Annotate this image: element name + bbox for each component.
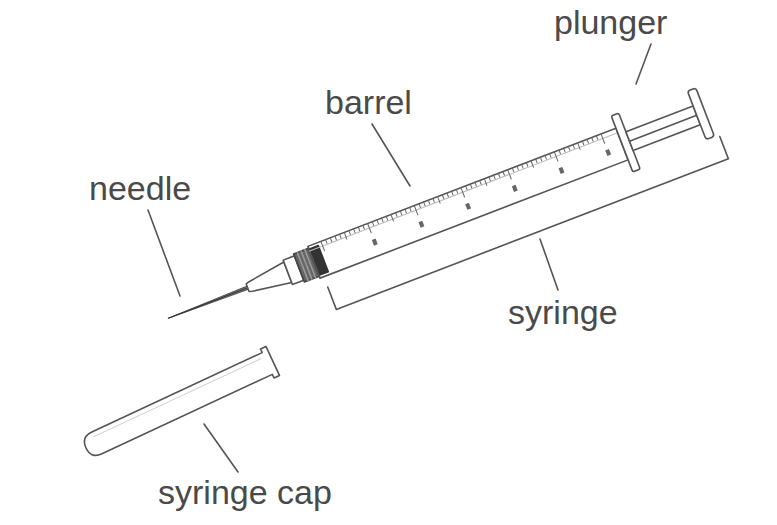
scale-tick: [512, 168, 513, 172]
scale-tick: [363, 225, 364, 229]
scale-tick: [489, 177, 490, 181]
scale-tick: [494, 175, 495, 179]
scale-tick: [382, 218, 383, 222]
scale-tick: [354, 229, 355, 233]
scale-tick: [508, 170, 512, 179]
scale-tick: [419, 204, 420, 208]
scale-tick: [564, 148, 565, 152]
scale-tick: [536, 159, 537, 163]
part-label: needle: [89, 170, 191, 207]
scale-mark: [605, 149, 611, 156]
scale-tick: [559, 150, 560, 154]
scale-tick: [526, 163, 527, 167]
scale-tick: [321, 241, 325, 250]
part-label: syringe: [508, 294, 618, 331]
scale-mark: [418, 221, 424, 228]
scale-tick: [554, 152, 558, 161]
scale-tick: [461, 188, 465, 197]
scale-tick: [592, 137, 593, 141]
scale-tick: [442, 195, 443, 199]
scale-tick: [326, 240, 327, 244]
scale-tick: [540, 157, 541, 161]
syringe-bracket: [328, 136, 729, 309]
scale-tick: [340, 234, 341, 238]
scale-tick: [531, 161, 534, 168]
scale-tick: [330, 238, 331, 242]
scale-tick: [470, 184, 471, 188]
scale-tick: [596, 136, 597, 140]
scale-tick: [349, 231, 350, 235]
scale-tick: [550, 154, 551, 158]
part-label: barrel: [325, 84, 412, 121]
scale-tick: [368, 223, 372, 232]
scale-mark: [465, 203, 471, 210]
scale-tick: [517, 166, 518, 170]
leader-line: [372, 124, 410, 186]
scale-tick: [391, 215, 394, 222]
scale-tick: [456, 189, 457, 193]
scale-tick: [475, 182, 476, 186]
scale-tick: [582, 141, 583, 145]
scale-tick: [414, 206, 418, 215]
leader-line: [204, 424, 238, 472]
scale-tick: [400, 211, 401, 215]
scale-tick: [433, 198, 434, 202]
leader-line: [148, 210, 180, 296]
scale-tick: [438, 197, 441, 204]
scale-tick: [545, 155, 546, 159]
part-label: syringe cap: [158, 474, 332, 511]
scale-tick: [410, 207, 411, 211]
scale-tick: [522, 164, 523, 168]
syringe-drawing: [158, 84, 716, 346]
leader-line: [636, 44, 651, 84]
scale-tick: [452, 191, 453, 195]
scale-tick: [573, 145, 574, 149]
scale-tick: [587, 139, 588, 143]
scale-tick: [503, 171, 504, 175]
scale-tick: [568, 146, 569, 150]
scale-mark: [372, 239, 378, 246]
scale-tick: [428, 200, 429, 204]
part-label: plunger: [554, 4, 667, 41]
scale-mark: [559, 167, 565, 174]
scale-tick: [335, 236, 336, 240]
scale-tick: [377, 220, 378, 224]
scale-tick: [601, 134, 605, 143]
scale-tick: [344, 232, 347, 239]
scale-tick: [424, 202, 425, 206]
scale-tick: [358, 227, 359, 231]
scale-tick: [480, 180, 481, 184]
scale-tick: [386, 216, 387, 220]
scale-mark: [512, 185, 518, 192]
scale-tick: [405, 209, 406, 213]
scale-tick: [484, 179, 487, 186]
scale-tick: [396, 213, 397, 217]
scale-tick: [498, 173, 499, 177]
leader-line: [540, 239, 558, 290]
syringe-cap-drawing: [79, 346, 279, 462]
scale-tick: [372, 222, 373, 226]
scale-tick: [466, 186, 467, 190]
scale-tick: [578, 143, 581, 150]
scale-tick: [447, 193, 448, 197]
